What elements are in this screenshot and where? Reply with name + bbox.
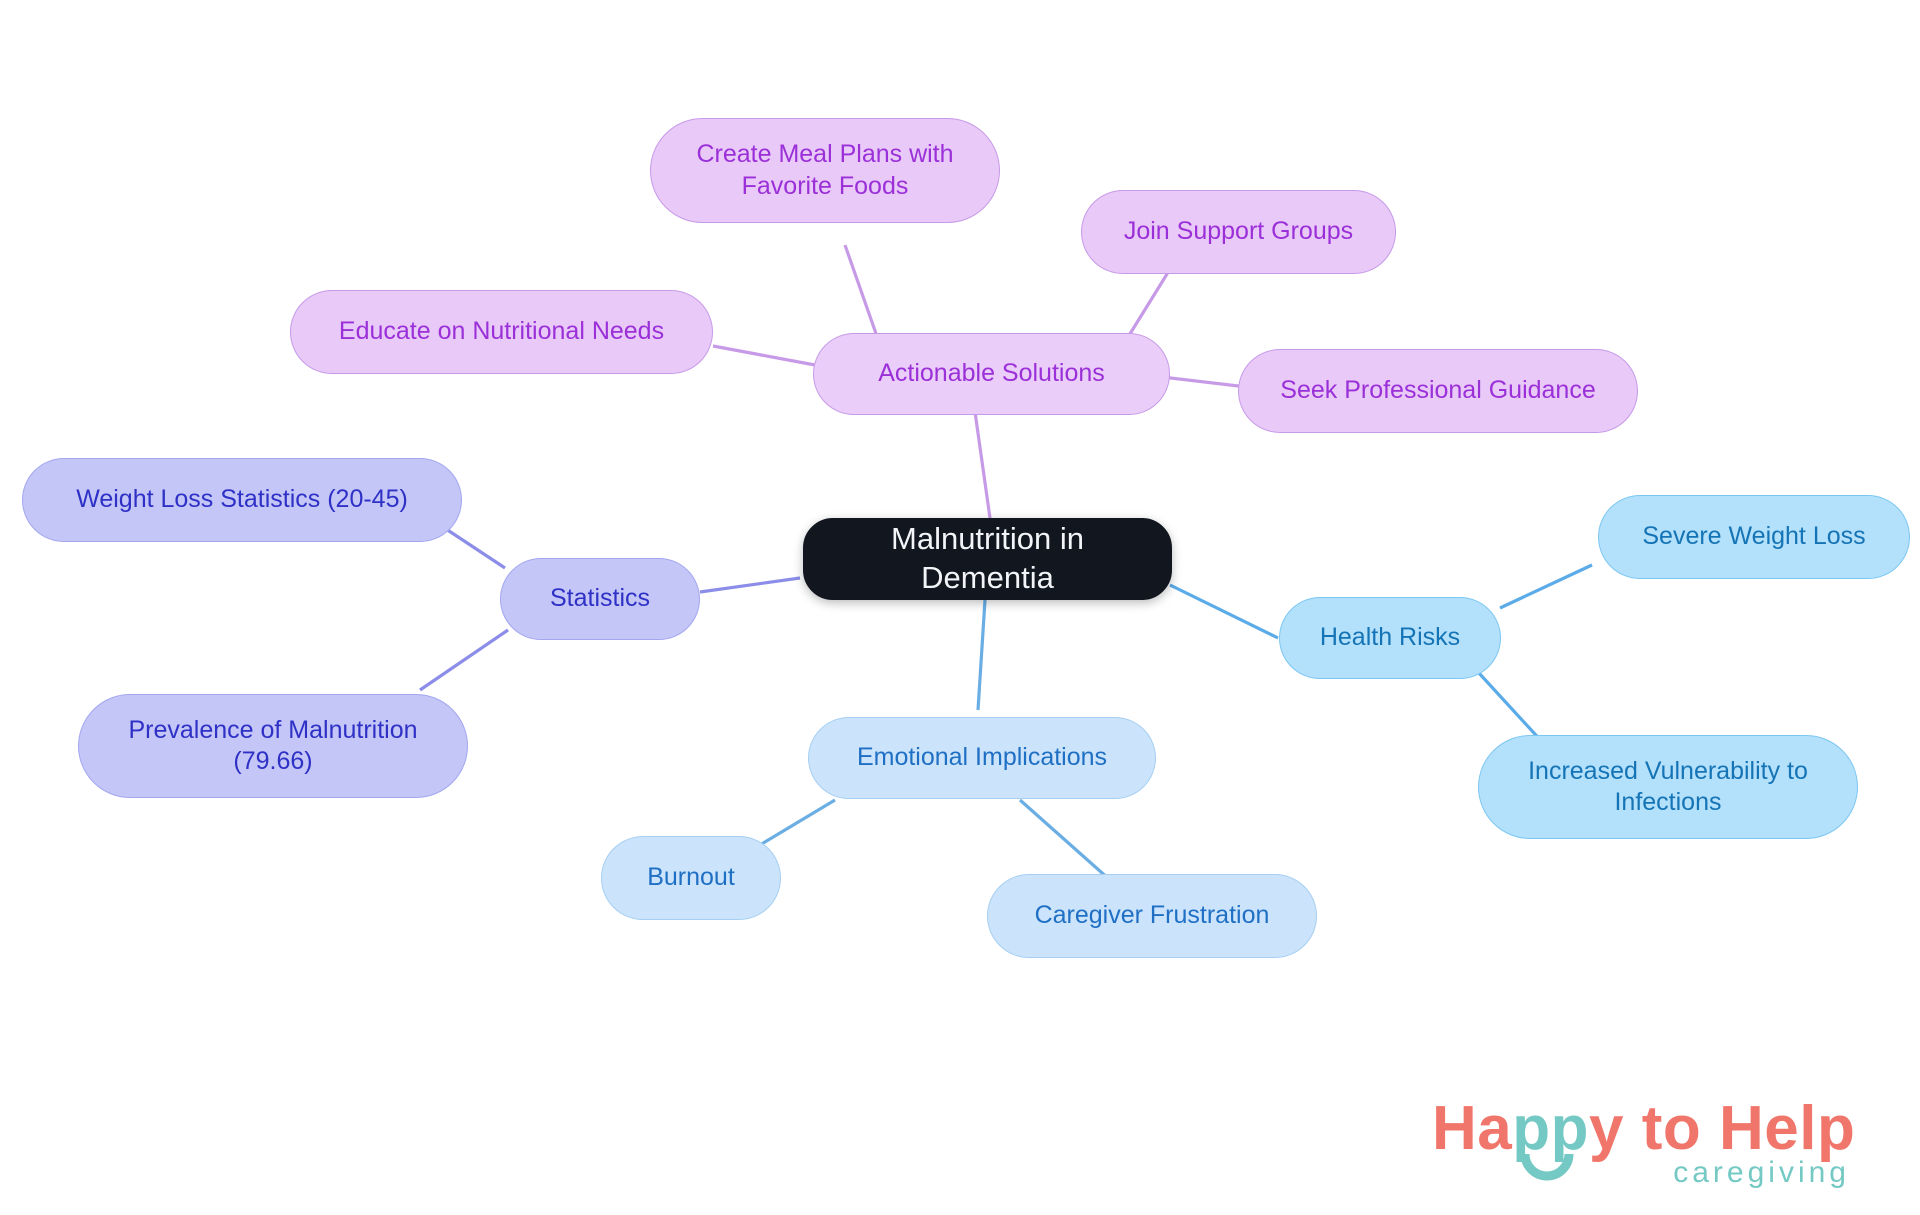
edge-emotional-caregiver-frustration (1018, 798, 1112, 882)
leaf-node-severe-weight-loss[interactable]: Severe Weight Loss (1598, 495, 1910, 579)
branch-node-actionable-solutions[interactable]: Actionable Solutions (813, 333, 1170, 415)
logo-text-ha: Ha (1432, 1094, 1513, 1163)
smile-arc-icon (1520, 1154, 1574, 1181)
leaf-node-prevalence-of-malnutrition[interactable]: Prevalence of Malnutrition (79.66) (78, 694, 468, 798)
edge-emotional-burnout (759, 798, 836, 847)
edge-actionable-educate-nutritional-needs (712, 344, 816, 367)
logo-wordmark: Happy to Help (1432, 1098, 1855, 1160)
edge-root-statistics (699, 576, 801, 594)
logo-text-to-help: to Help (1624, 1094, 1856, 1163)
logo-tagline: caregiving (1673, 1156, 1850, 1189)
edge-root-actionable-solutions (973, 411, 992, 519)
leaf-node-educate-on-nutritional-needs[interactable]: Educate on Nutritional Needs (290, 290, 713, 374)
branch-node-statistics[interactable]: Statistics (500, 558, 700, 640)
root-node-malnutrition-in-dementia[interactable]: Malnutrition in Dementia (803, 518, 1172, 600)
branch-node-emotional-implications[interactable]: Emotional Implications (808, 717, 1156, 799)
edge-root-emotional-implications (976, 599, 987, 711)
leaf-node-weight-loss-statistics[interactable]: Weight Loss Statistics (20-45) (22, 458, 462, 542)
leaf-node-seek-professional-guidance[interactable]: Seek Professional Guidance (1238, 349, 1638, 433)
leaf-node-burnout[interactable]: Burnout (601, 836, 781, 920)
edge-health-risks-severe-weight-loss (1499, 563, 1593, 610)
logo-text-pp: pp (1512, 1094, 1590, 1163)
brand-logo: Happy to Help caregiving (1432, 1098, 1855, 1202)
logo-text-y: y (1589, 1094, 1624, 1163)
edge-actionable-create-meal-plans (843, 244, 882, 346)
leaf-node-create-meal-plans-with-favorite-foods[interactable]: Create Meal Plans with Favorite Foods (650, 118, 1000, 223)
leaf-node-increased-vulnerability-to-infections[interactable]: Increased Vulnerability to Infections (1478, 735, 1858, 839)
branch-node-health-risks[interactable]: Health Risks (1279, 597, 1501, 679)
leaf-node-join-support-groups[interactable]: Join Support Groups (1081, 190, 1396, 274)
edge-statistics-prevalence (419, 628, 509, 692)
edge-root-health-risks (1169, 583, 1279, 640)
edge-statistics-weight-loss (439, 523, 506, 570)
leaf-node-caregiver-frustration[interactable]: Caregiver Frustration (987, 874, 1317, 958)
